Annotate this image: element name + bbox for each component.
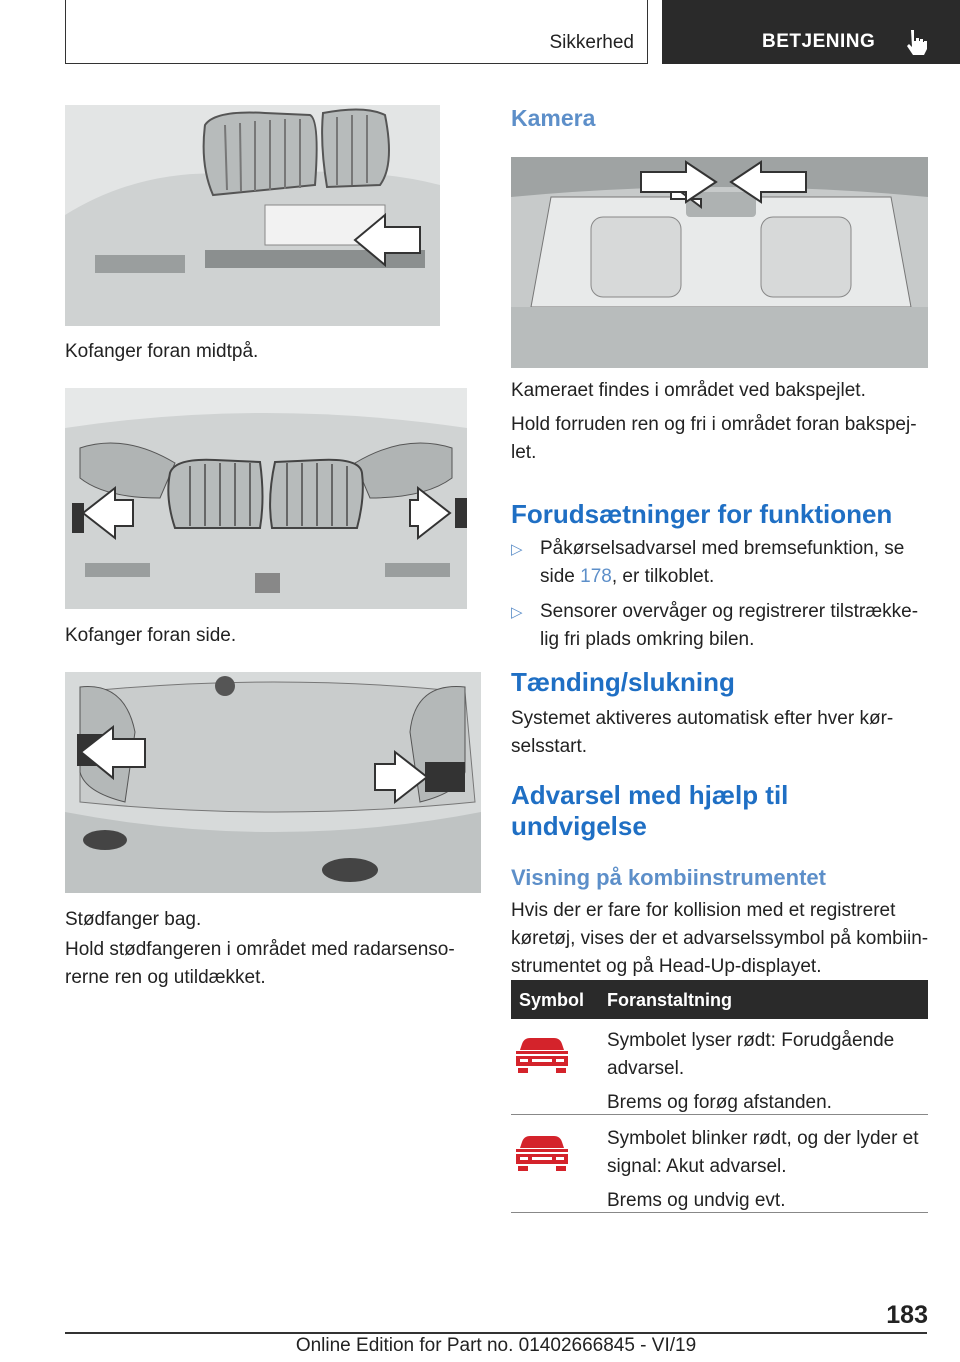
heading-camera: Kamera (511, 105, 596, 131)
figure-caption: Kofanger foran side. (65, 625, 237, 646)
bullet-marker: ▷ (511, 541, 523, 558)
bullet-marker: ▷ (511, 604, 523, 621)
paragraph: Kameraet findes i området ved bakspejlet… (511, 380, 866, 401)
page-link[interactable]: 178 (580, 566, 612, 587)
column-header-symbol: Symbol (519, 990, 585, 1010)
hand-pointer-icon (907, 30, 927, 55)
footer-edition: Online Edition for Part no. 01402666845 … (295, 1335, 697, 1356)
heading-on-off: Tænding/slukning (511, 667, 735, 697)
figure-caption: Kofanger foran midtpå. (65, 341, 259, 362)
table-cell-action: Symbolet lyser rødt: Forudgående advarse… (607, 1030, 895, 1113)
red-car-warning-icon (516, 1038, 568, 1073)
page-number: 183 (886, 1301, 928, 1329)
table-divider (511, 1114, 928, 1115)
red-car-warning-icon (516, 1136, 568, 1171)
chapter-tab[interactable]: BETJENING (662, 0, 960, 64)
heading-display: Visning på kombiinstrumentet (511, 865, 826, 890)
section-title: Sikkerhed (549, 32, 635, 53)
table-cell-action: Symbolet blinker rødt, og der lyder et s… (607, 1128, 919, 1211)
footer-divider (65, 1332, 927, 1334)
figure-front-bumper-center (65, 105, 440, 326)
figure-camera (511, 157, 928, 368)
heading-requirements: Forudsætninger for funktionen (511, 499, 893, 529)
paragraph: Hold forruden ren og fri i området foran… (511, 414, 917, 463)
table-header: Symbol Foranstaltning (511, 980, 928, 1019)
figure-rear-bumper (65, 672, 481, 893)
figure-caption: Stødfanger bag. (65, 909, 202, 930)
table-divider (511, 1212, 928, 1213)
paragraph: Hvis der er fare for kollision med et re… (511, 900, 929, 977)
list-item: ▷ Påkørselsadvarsel med bremsefunktion, … (511, 538, 905, 587)
column-header-action: Foranstaltning (607, 990, 732, 1010)
chapter-tab-label: BETJENING (762, 31, 876, 52)
header-frame (65, 0, 648, 64)
heading-warning: Advarsel med hjælp til undvigelse (511, 780, 789, 841)
paragraph: Systemet aktiveres automatisk efter hver… (511, 708, 894, 757)
figure-front-bumper-side (65, 388, 467, 609)
list-item: ▷ Sensorer overvåger og registrerer tils… (511, 601, 919, 650)
paragraph: Hold stødfangeren i området med radarsen… (65, 939, 455, 988)
